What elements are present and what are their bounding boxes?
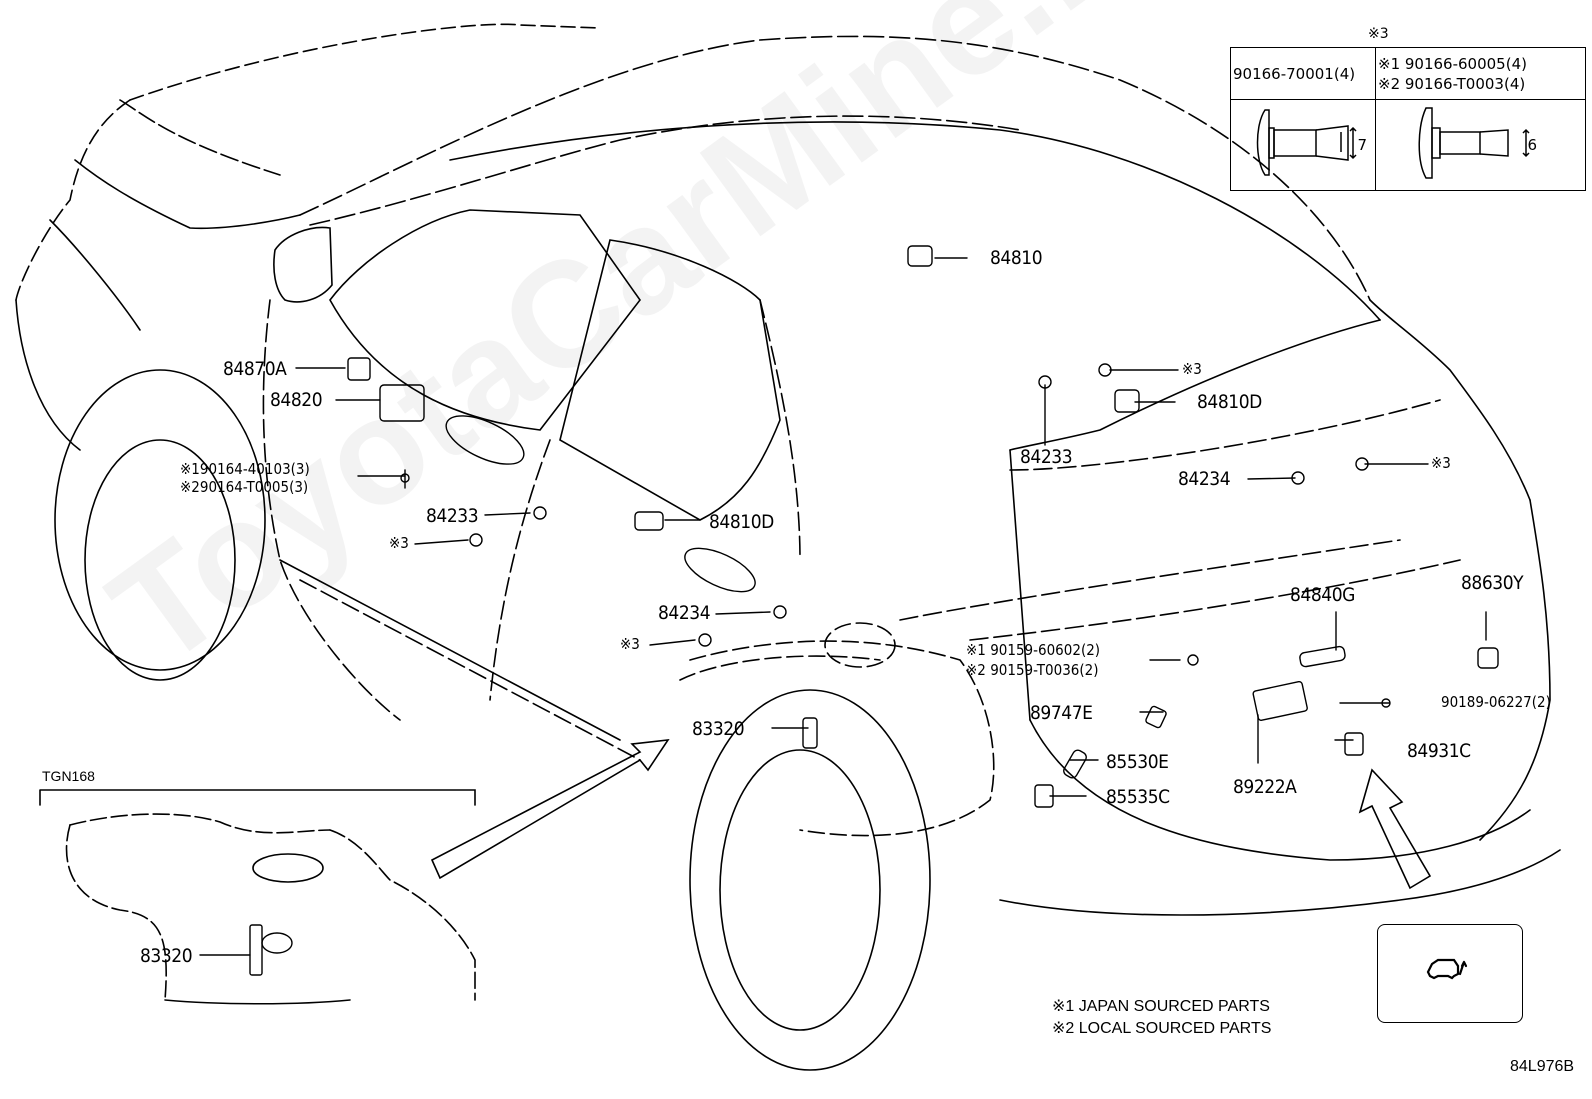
pointer-arrow-left bbox=[430, 739, 670, 880]
clip-6mm-icon bbox=[1418, 107, 1530, 179]
part-84234-mid bbox=[773, 605, 787, 619]
part-83320-inset bbox=[249, 924, 263, 976]
part-label-84234-mid[interactable]: 84234 bbox=[658, 602, 711, 624]
door-handle-rear bbox=[684, 547, 756, 593]
part-85535C bbox=[1034, 784, 1054, 808]
part-89747E bbox=[1145, 705, 1167, 729]
small-parts bbox=[249, 245, 1499, 976]
fastener-col2-part-1: ※1 90166-60005(4) bbox=[1378, 54, 1527, 73]
part-label-84810D-mid[interactable]: 84810D bbox=[709, 511, 774, 533]
note-3-upper[interactable]: ※3 bbox=[1182, 360, 1202, 378]
side-doors bbox=[262, 209, 801, 761]
part-label-84931C[interactable]: 84931C bbox=[1407, 740, 1471, 762]
front-vehicle-outline bbox=[15, 23, 601, 451]
fuel-tank-main bbox=[689, 622, 995, 837]
part-84931C bbox=[1344, 732, 1364, 756]
part-84810 bbox=[907, 245, 933, 267]
part-84870A bbox=[347, 357, 371, 381]
fastener-col2-part-2: ※2 90166-T0003(4) bbox=[1378, 74, 1526, 93]
fastener-col1-drawing: 7 bbox=[1230, 99, 1376, 191]
part-label-84840G[interactable]: 84840G bbox=[1290, 584, 1355, 606]
part-label-84233-upper[interactable]: 84233 bbox=[1020, 446, 1073, 468]
part-83320-main bbox=[802, 717, 818, 749]
drawing-code: 84L976B bbox=[1510, 1058, 1575, 1075]
side-mirror bbox=[273, 226, 333, 303]
part-label-89747E[interactable]: 89747E bbox=[1030, 702, 1093, 724]
part-label-84233-left[interactable]: 84233 bbox=[426, 505, 479, 527]
part-label-bolt-1[interactable]: ※1 90159-60602(2) bbox=[966, 641, 1101, 659]
front-wheel bbox=[54, 369, 266, 681]
part-label-bolt-2[interactable]: ※2 90159-T0036(2) bbox=[966, 661, 1099, 679]
part-label-85530E[interactable]: 85530E bbox=[1106, 751, 1169, 773]
part-84233-upper bbox=[1038, 375, 1052, 389]
fastener-col1-dimension: 7 bbox=[1357, 136, 1367, 154]
leader-lines bbox=[199, 257, 1487, 956]
door-handle-front bbox=[445, 415, 525, 465]
part-label-88630Y[interactable]: 88630Y bbox=[1461, 572, 1524, 594]
fastener-col1-part: 90166-70001(4) bbox=[1230, 47, 1376, 100]
part-85530E bbox=[1063, 749, 1087, 779]
part-label-84810[interactable]: 84810 bbox=[990, 247, 1043, 269]
fastener-table-note: ※3 bbox=[1368, 26, 1389, 42]
bolt-90189 bbox=[1381, 698, 1391, 708]
fastener-col2-dimension: 6 bbox=[1527, 136, 1537, 154]
screw-84233-left bbox=[469, 533, 483, 547]
suv-rear-hatch-icon bbox=[1426, 958, 1468, 980]
part-label-screw-left-1[interactable]: ※190164-40103(3) bbox=[180, 460, 310, 478]
pointer-arrow-right bbox=[1358, 768, 1432, 890]
fastener-table: 90166-70001(4) ※1 90166-60005(4) ※2 9016… bbox=[1230, 47, 1586, 191]
part-label-89222A[interactable]: 89222A bbox=[1233, 776, 1297, 798]
part-label-83320-main[interactable]: 83320 bbox=[692, 718, 745, 740]
part-label-84234-right[interactable]: 84234 bbox=[1178, 468, 1231, 490]
screw-84234-right bbox=[1355, 457, 1369, 471]
part-label-84810D-upper[interactable]: 84810D bbox=[1197, 391, 1262, 413]
view-direction-icon-box bbox=[1377, 924, 1523, 1023]
part-84840G bbox=[1299, 645, 1346, 668]
part-84233-left bbox=[533, 506, 547, 520]
part-label-85535C[interactable]: 85535C bbox=[1106, 786, 1170, 808]
part-84810D-mid bbox=[634, 511, 664, 531]
note-3-right[interactable]: ※3 bbox=[1431, 454, 1451, 472]
fastener-col2-parts: ※1 90166-60005(4) ※2 90166-T0003(4) bbox=[1375, 47, 1586, 100]
rear-wheel bbox=[679, 655, 931, 1071]
part-84234-right bbox=[1291, 471, 1305, 485]
legend-japan-sourced: ※1 JAPAN SOURCED PARTS bbox=[1052, 998, 1270, 1015]
part-label-screw-left-2[interactable]: ※290164-T0005(3) bbox=[180, 478, 309, 496]
fastener-col2-drawing: 6 bbox=[1375, 99, 1586, 191]
bolt-90159 bbox=[1187, 654, 1199, 666]
note-3-left-1[interactable]: ※3 bbox=[389, 534, 409, 552]
part-label-84820[interactable]: 84820 bbox=[270, 389, 323, 411]
part-89222A bbox=[1252, 680, 1308, 721]
screw-84234-mid bbox=[698, 633, 712, 647]
part-88630Y bbox=[1477, 647, 1499, 669]
fuel-tank-inset bbox=[39, 789, 476, 1005]
part-label-90189[interactable]: 90189-06227(2) bbox=[1441, 693, 1551, 711]
model-section-label: TGN168 bbox=[42, 768, 95, 784]
part-label-83320-inset[interactable]: 83320 bbox=[140, 945, 193, 967]
clip-7mm-icon bbox=[1256, 109, 1357, 176]
screw-upper bbox=[1098, 363, 1112, 377]
legend-local-sourced: ※2 LOCAL SOURCED PARTS bbox=[1052, 1020, 1272, 1037]
note-3-left-2[interactable]: ※3 bbox=[620, 635, 640, 653]
part-84810D-upper bbox=[1114, 389, 1140, 413]
legend: ※1 JAPAN SOURCED PARTS ※2 LOCAL SOURCED … bbox=[1052, 996, 1271, 1040]
part-84820 bbox=[379, 384, 425, 422]
part-label-84870A[interactable]: 84870A bbox=[223, 358, 287, 380]
